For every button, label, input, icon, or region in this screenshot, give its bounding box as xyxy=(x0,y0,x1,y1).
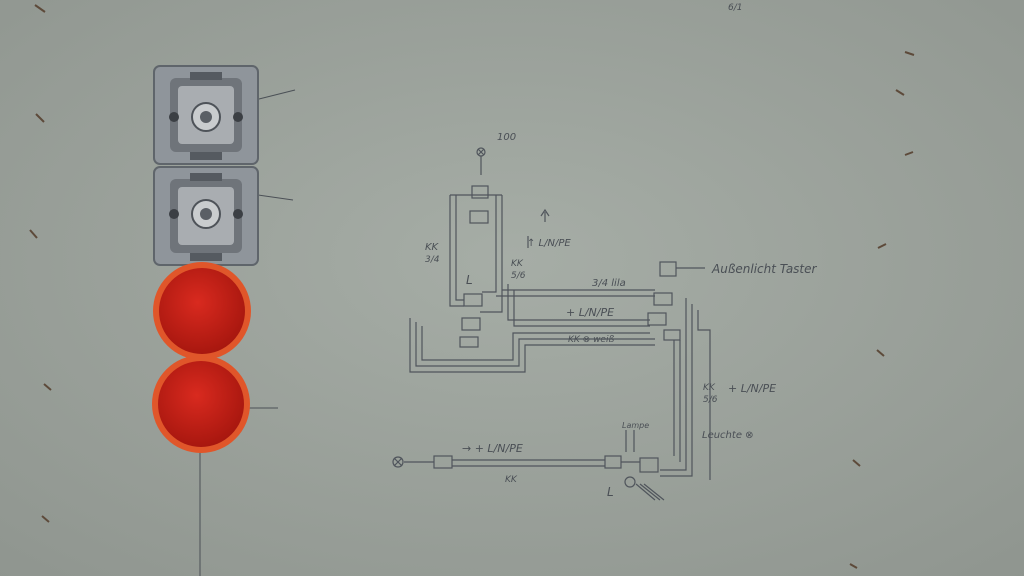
flush-box-lower xyxy=(152,355,250,453)
label-right-kk-sub: 5/6 xyxy=(703,395,718,405)
switch-insert-top xyxy=(153,65,259,165)
sketch-labels: 100 ↑ L/N/PE KK 3/4 KK 5/6 L 3/4 lila Au… xyxy=(425,3,818,499)
label-lila: 3/4 lila xyxy=(592,278,626,289)
label-kk-left-sub: 3/4 xyxy=(425,255,440,265)
switch-insert-bottom xyxy=(153,166,259,266)
label-mid-feed: + L/N/PE xyxy=(566,306,614,319)
label-kk-left: KK xyxy=(425,242,440,253)
label-lamp-left: Lampe xyxy=(622,421,649,430)
guide-lines xyxy=(199,89,296,576)
label-kk-mid: KK xyxy=(511,259,524,269)
label-outdoor-switch: Außenlicht Taster xyxy=(711,262,818,276)
label-kk-mid-sub: 5/6 xyxy=(511,271,526,281)
label-right-kk: KK xyxy=(703,383,716,393)
drywall-specks xyxy=(29,4,915,569)
label-bottom-feed: → + L/N/PE xyxy=(462,442,523,455)
label-l-mid: L xyxy=(466,273,473,287)
label-bottom-l: L xyxy=(607,485,614,499)
label-kk-weiss: KK ⊗ weiß xyxy=(568,335,614,345)
label-corner-note: 6/1 xyxy=(728,3,742,13)
flush-box-upper xyxy=(153,262,251,360)
label-top-number: 100 xyxy=(497,132,516,143)
label-lamp-right: Leuchte ⊗ xyxy=(702,430,754,441)
label-bottom-kk: KK xyxy=(505,475,518,485)
lamp-symbol-bottom xyxy=(392,456,404,468)
label-upper-feed: ↑ L/N/PE xyxy=(527,238,571,249)
label-right-feed: + L/N/PE xyxy=(728,382,776,395)
wiring-diagram-sketch xyxy=(392,147,711,501)
